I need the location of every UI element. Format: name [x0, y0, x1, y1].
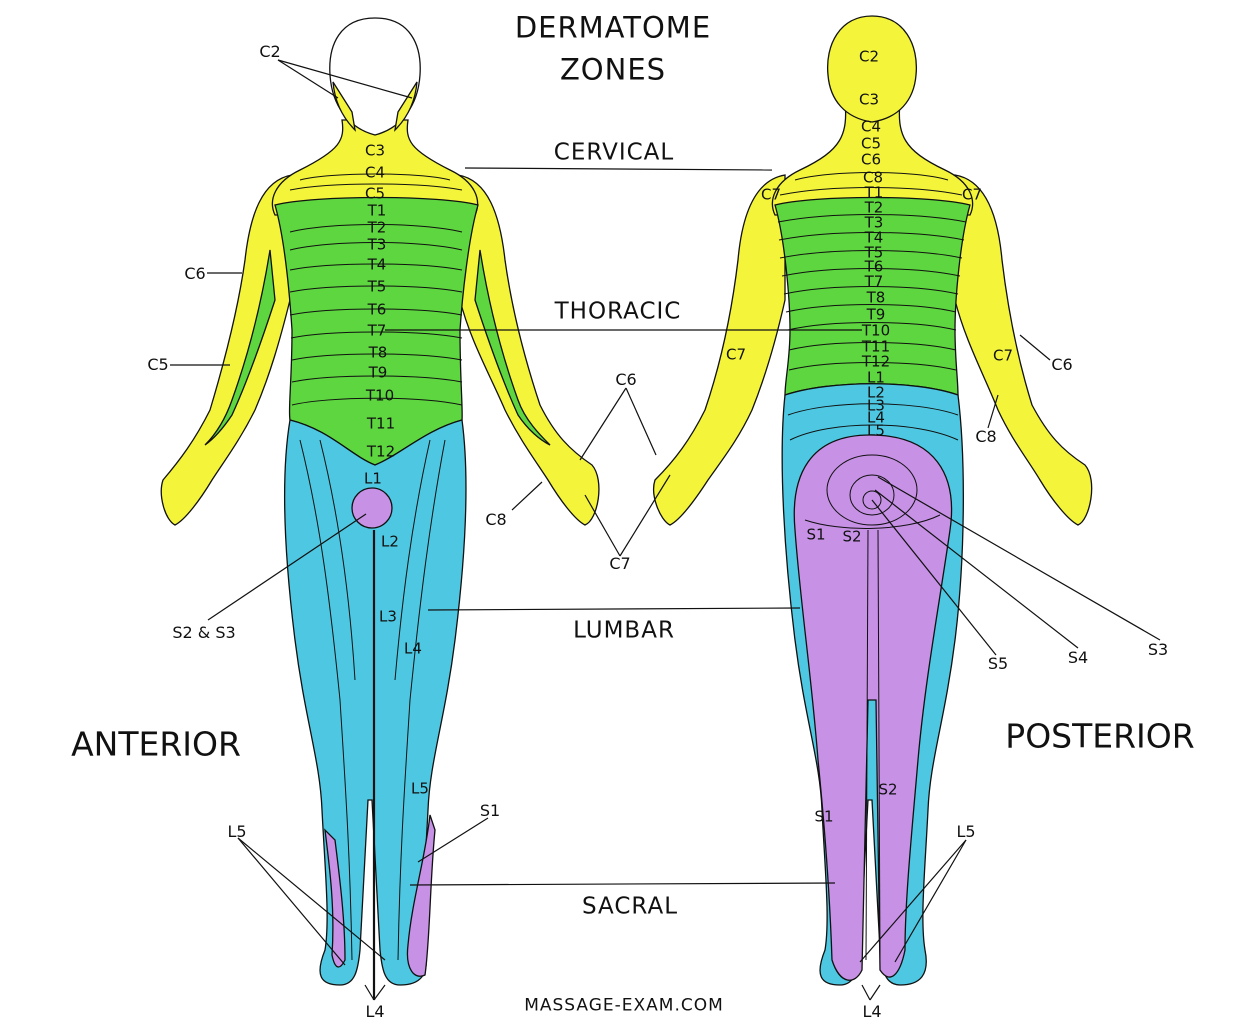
post-label-c3: C3: [858, 90, 880, 109]
post-label-c7-right: C7: [961, 185, 983, 204]
anterior-s2s3-circle: [351, 487, 393, 529]
post-label-t7: T7: [864, 272, 884, 291]
post-label-s5: S5: [987, 654, 1009, 673]
ant-label-c5: C5: [364, 184, 386, 203]
posterior-right-arm: [954, 174, 1093, 526]
posterior-head: [826, 15, 918, 123]
post-label-t2: T2: [864, 198, 884, 217]
thoracic-zone-label: THORACIC: [554, 298, 682, 325]
posterior-view-label: POSTERIOR: [1005, 716, 1195, 756]
title-line2: ZONES: [559, 52, 667, 87]
post-label-s4: S4: [1067, 648, 1089, 667]
post-label-l5: L5: [867, 421, 885, 440]
ant-label-l2: L2: [381, 532, 399, 551]
ant-label-s2s3: S2 & S3: [172, 623, 236, 642]
post-label-t5: T5: [864, 243, 884, 262]
hand-label-c8: C8: [485, 510, 507, 529]
post-label-c8-right: C8: [975, 427, 997, 446]
sacral-zone-label: SACRAL: [581, 893, 679, 920]
post-label-t3: T3: [864, 213, 884, 232]
ant-label-t7: T7: [367, 321, 387, 340]
ant-label-t2: T2: [367, 218, 387, 237]
ant-label-t5: T5: [367, 277, 387, 296]
ant-label-l5: L5: [411, 779, 429, 798]
post-label-c2: C2: [858, 47, 880, 66]
ant-label-s1-leg: S1: [479, 801, 501, 820]
post-label-s1-leg: S1: [814, 807, 834, 826]
ant-label-t3: T3: [367, 235, 387, 254]
post-label-l4-foot: L4: [862, 1002, 882, 1021]
ant-label-l1: L1: [364, 469, 382, 488]
post-label-c8: C8: [862, 168, 884, 187]
post-label-t10: T10: [861, 321, 891, 340]
post-label-c7-arm-right: C7: [992, 346, 1014, 365]
leader-lines: [170, 59, 1161, 1001]
anterior-figure: [160, 17, 600, 1000]
posterior-cervical-region: [771, 99, 974, 216]
anterior-left-foot-s: [324, 828, 346, 968]
cervical-zone-label: CERVICAL: [553, 139, 675, 166]
anterior-view-label: ANTERIOR: [71, 724, 241, 764]
ant-label-c5-arm: C5: [147, 355, 169, 374]
ant-label-t1: T1: [367, 201, 387, 220]
post-label-t6: T6: [864, 257, 884, 276]
post-label-t1: T1: [864, 183, 884, 202]
post-label-c6: C6: [860, 150, 882, 169]
ant-label-t8: T8: [368, 343, 388, 362]
post-label-t9: T9: [866, 305, 886, 324]
anterior-left-arm: [160, 174, 293, 526]
post-label-s2: S2: [842, 527, 862, 546]
post-label-c7-arm-left: C7: [725, 345, 747, 364]
ant-label-c2: C2: [259, 42, 281, 61]
post-label-t11: T11: [861, 337, 891, 356]
ant-label-l3: L3: [379, 607, 397, 626]
post-label-l3: L3: [867, 396, 885, 415]
hand-label-c6: C6: [615, 370, 637, 389]
post-label-s1: S1: [806, 525, 826, 544]
posterior-sacral-region: [793, 434, 953, 981]
ant-label-t11: T11: [366, 414, 396, 433]
ant-label-l4-foot: L4: [365, 1002, 385, 1021]
ant-label-l4: L4: [404, 639, 422, 658]
ant-label-c3: C3: [364, 141, 386, 160]
post-label-t8: T8: [866, 288, 886, 307]
posterior-left-arm: [653, 174, 786, 526]
anterior-left-arm-c6-strip: [204, 249, 276, 446]
hand-label-c7: C7: [609, 554, 631, 573]
anterior-c2-jaw-right: [394, 81, 418, 132]
post-label-t4: T4: [864, 228, 884, 247]
anterior-right-arm-c6-strip: [474, 249, 551, 446]
anterior-head: [329, 17, 421, 136]
post-label-s3: S3: [1147, 640, 1169, 659]
post-label-c5: C5: [860, 134, 882, 153]
lumbar-zone-label: LUMBAR: [573, 617, 675, 644]
anterior-c2-jaw-left: [332, 81, 356, 132]
post-label-c6-right: C6: [1051, 355, 1073, 374]
posterior-figure: [653, 15, 1093, 986]
ant-label-t12: T12: [366, 442, 396, 461]
ant-label-c6-arm: C6: [184, 264, 206, 283]
ant-label-l5-foot: L5: [227, 822, 247, 841]
anterior-right-arm: [457, 174, 600, 526]
post-label-c7-left: C7: [760, 185, 782, 204]
post-label-c4: C4: [860, 117, 882, 136]
post-label-t12: T12: [861, 352, 891, 371]
post-label-l2: L2: [867, 383, 885, 402]
post-label-l4: L4: [867, 408, 885, 427]
ant-label-t6: T6: [367, 300, 387, 319]
ant-label-c4: C4: [364, 163, 386, 182]
post-label-l1: L1: [867, 368, 885, 387]
title-line1: DERMATOME: [514, 10, 712, 45]
post-label-l5-foot: L5: [956, 822, 976, 841]
ant-label-t9: T9: [368, 363, 388, 382]
ant-label-t10: T10: [365, 386, 395, 405]
ant-label-t4: T4: [367, 255, 387, 274]
post-label-s2-leg: S2: [878, 780, 898, 799]
footer-credit: MASSAGE-EXAM.COM: [524, 995, 724, 1016]
